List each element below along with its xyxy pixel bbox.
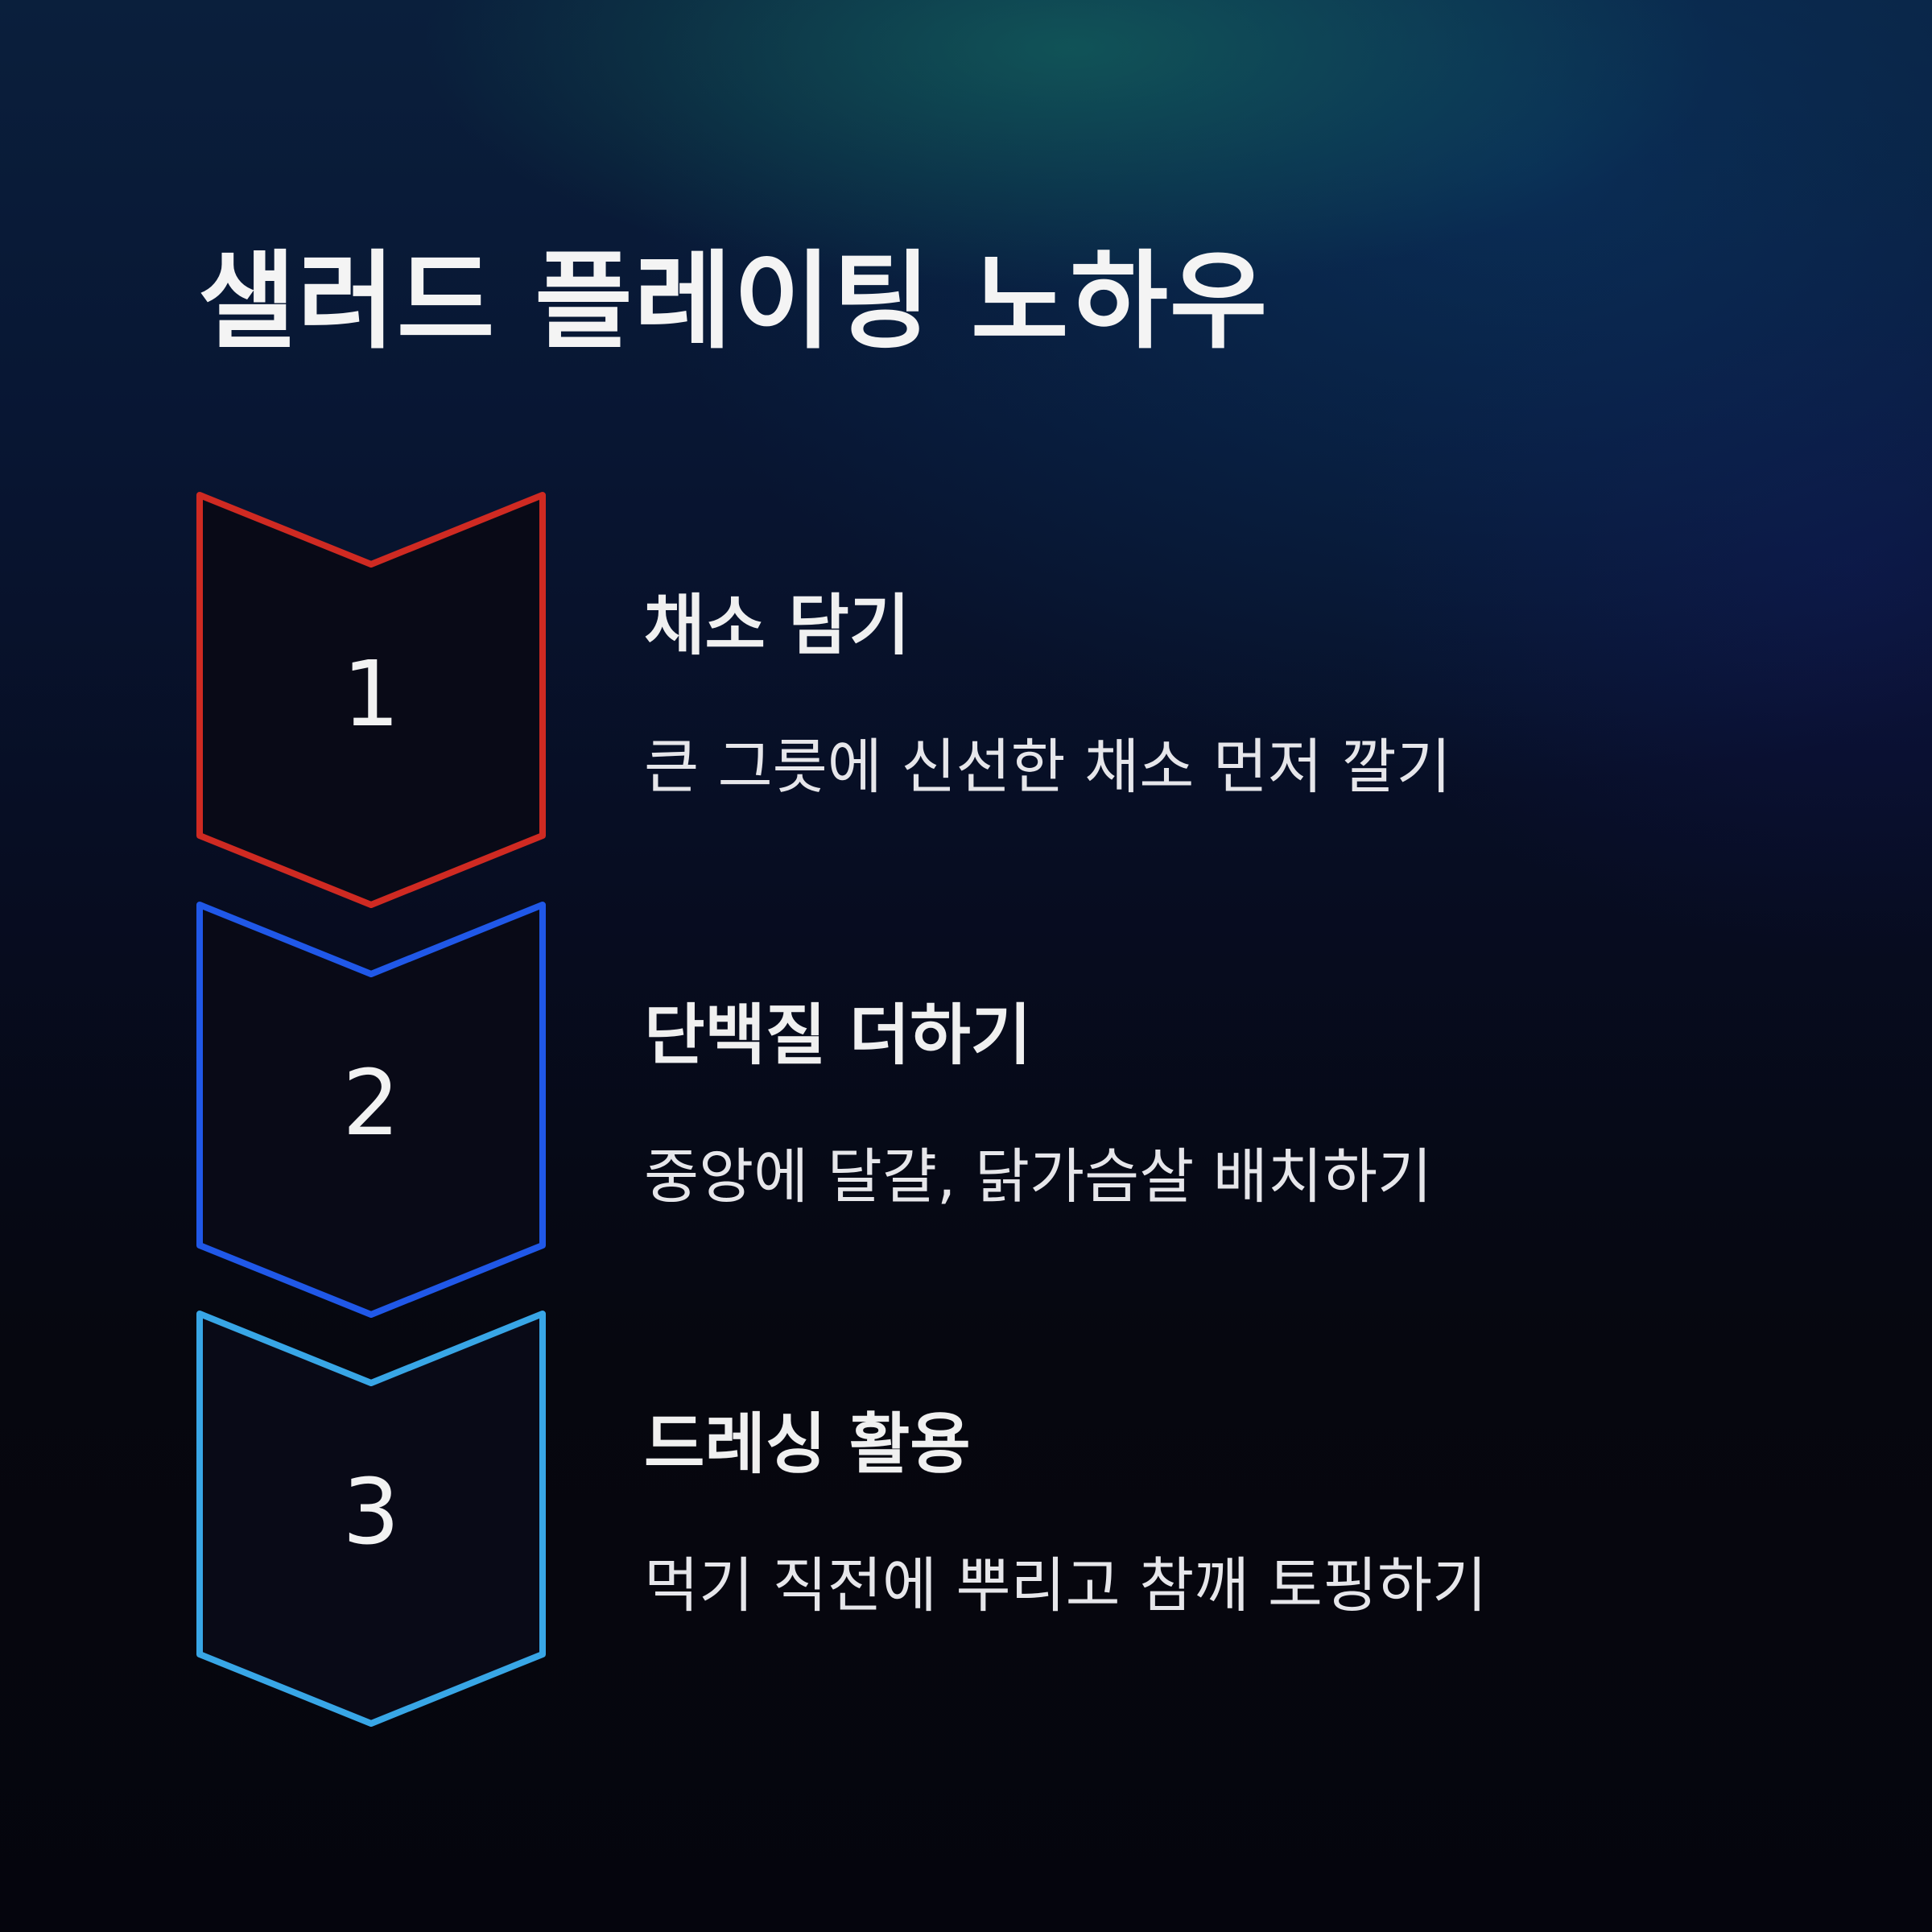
- step-1-chevron: 1: [196, 492, 546, 908]
- step-3-description: 먹기 직전에 뿌리고 참깨 토핑하기: [644, 1551, 1488, 1620]
- step-2-chevron-shape: [196, 902, 546, 1318]
- step-2-title: 단백질 더하기: [644, 997, 1032, 1074]
- step-1-title: 채소 담기: [644, 588, 910, 664]
- step-1-description: 큰 그릇에 신선한 채소 먼저 깔기: [644, 733, 1451, 802]
- step-3-chevron-shape: [196, 1311, 546, 1727]
- step-3-number: 3: [342, 1460, 399, 1565]
- step-3-chevron: 3: [196, 1311, 546, 1727]
- page-title: 샐러드 플레이팅 노하우: [198, 240, 1269, 364]
- step-1-number: 1: [342, 642, 399, 747]
- step-1-chevron-shape: [196, 492, 546, 908]
- step-3-title: 드레싱 활용: [644, 1406, 971, 1483]
- step-2-description: 중앙에 달걀, 닭가슴살 배치하기: [644, 1142, 1433, 1212]
- step-2-number: 2: [342, 1051, 399, 1156]
- step-2-chevron: 2: [196, 902, 546, 1318]
